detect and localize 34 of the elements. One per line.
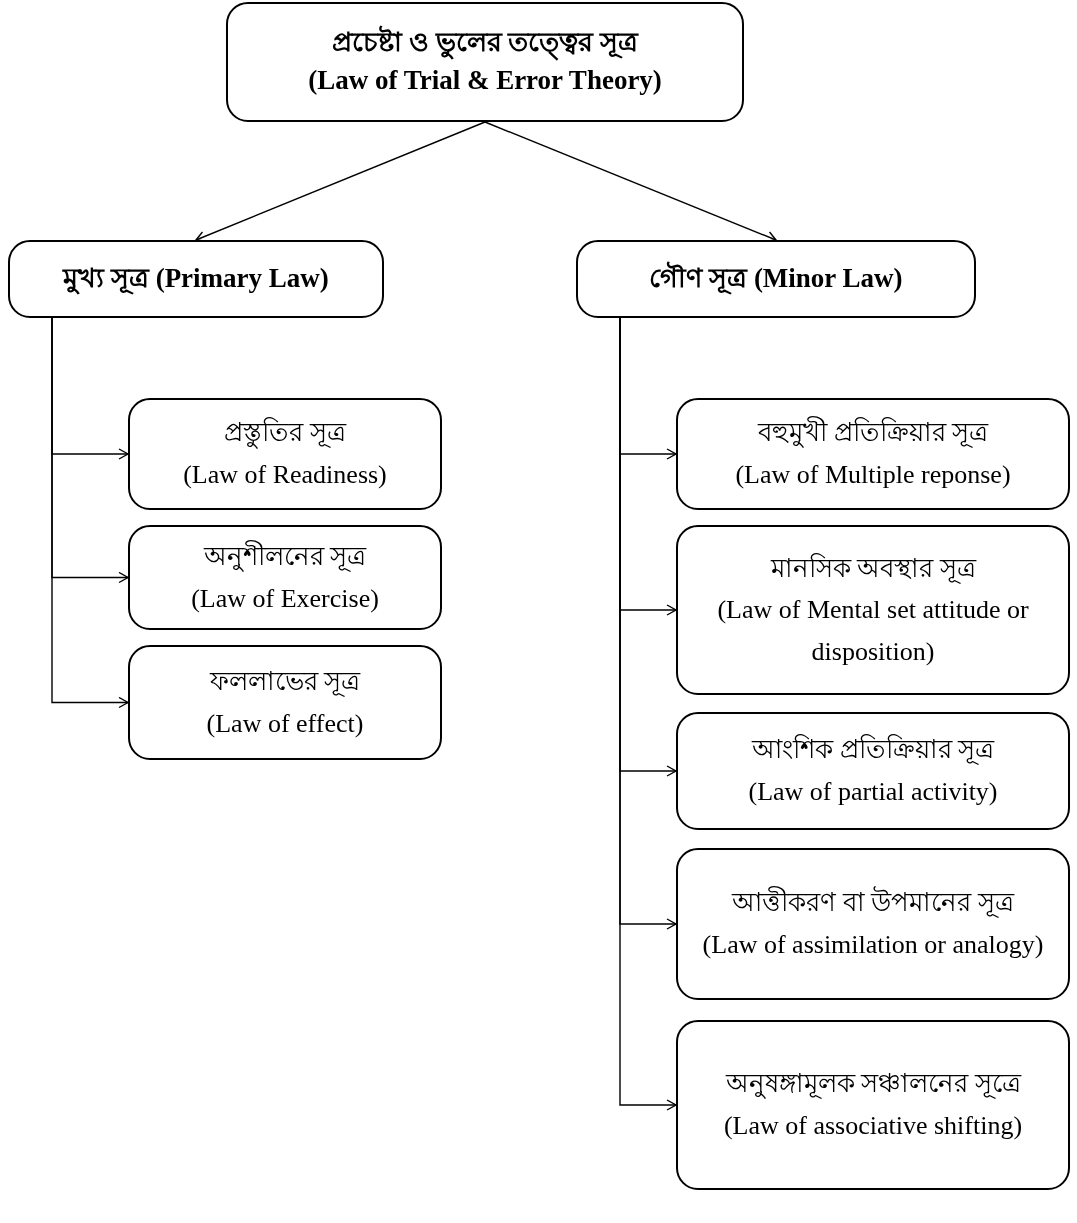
rounded-box bbox=[676, 525, 1070, 695]
rounded-box bbox=[8, 240, 384, 318]
node-text: (Law of Multiple reponse) bbox=[735, 459, 1011, 491]
node-text: (Law of associative shifting) bbox=[723, 1110, 1023, 1142]
arrow bbox=[484, 121, 777, 242]
node-text: (Law of Exercise) bbox=[191, 582, 379, 615]
rounded-box bbox=[676, 848, 1070, 1000]
rounded-box bbox=[676, 398, 1070, 510]
node-text: (Law of Mental set attitude or disposition) bbox=[716, 594, 1030, 668]
node-text: (Law of Trial & Error Theory) bbox=[308, 64, 662, 97]
arrow bbox=[195, 121, 486, 242]
rounded-box bbox=[128, 645, 442, 760]
node-text: (Law of partial activity) bbox=[748, 776, 998, 808]
node-text: অনুশীলনের সূত্র bbox=[203, 539, 367, 574]
node-text: আংশিক প্রতিক্রিয়ার সূত্র bbox=[752, 733, 994, 767]
rounded-box bbox=[676, 712, 1070, 830]
arrow bbox=[51, 317, 129, 709]
node-text: (Law of Readiness) bbox=[183, 459, 387, 491]
node-text: প্রস্তুতির সূত্র bbox=[224, 416, 346, 451]
rounded-box bbox=[576, 240, 976, 318]
node-text: মানসিক অবস্থার সূত্র bbox=[770, 552, 976, 586]
rounded-box bbox=[128, 398, 442, 510]
node-text: (Law of assimilation or analogy) bbox=[702, 929, 1044, 961]
node-text: প্রচেষ্টা ও ভুলের তত্ত্বের সূত্র bbox=[332, 24, 638, 62]
node-text: গৌণ সূত্র (Minor Law) bbox=[649, 260, 903, 297]
rounded-box bbox=[676, 1020, 1070, 1190]
node-text: মুখ্য সূত্র (Primary Law) bbox=[63, 262, 329, 297]
node-text: ফললাভের সূত্র bbox=[209, 665, 361, 699]
node-text: বহুমুখী প্রতিক্রিয়ার সূত্র bbox=[758, 415, 988, 450]
node-text: আত্তীকরণ বা উপমানের সূত্র bbox=[732, 885, 1014, 920]
node-text: (Law of effect) bbox=[206, 707, 364, 740]
rounded-box bbox=[128, 525, 442, 630]
rounded-box bbox=[226, 2, 744, 122]
node-text: অনুষঙ্গামূলক সঞ্চালনের সূত্রে bbox=[725, 1068, 1021, 1101]
